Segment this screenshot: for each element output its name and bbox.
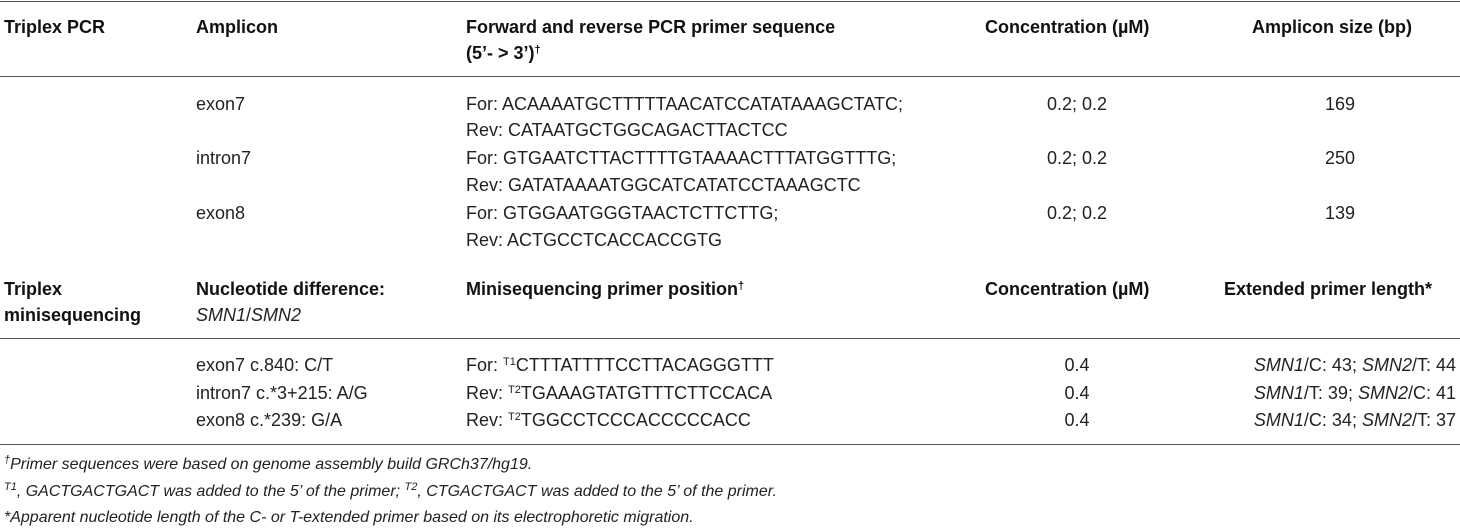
primer-sequence: TGAAAGTATGTTTCTTCCACA: [520, 383, 773, 403]
length-value: /T: 37: [1411, 410, 1456, 430]
primer-forward: For: GTGGAATGGGTAACTCTTCTTG;: [466, 203, 779, 223]
footnote-text: , CTGACTGACT was added to the 5’ of the …: [417, 483, 777, 500]
header-extended-length: Extended primer length*: [1224, 279, 1433, 299]
header-triplex-minisequencing-line1: Triplex: [4, 279, 63, 299]
nucleotide-difference: exon7 c.840: C/T: [196, 355, 334, 375]
amplicon-size: 169: [1324, 94, 1356, 114]
footnote-asterisk: *Apparent nucleotide length of the C- or…: [4, 509, 694, 526]
extended-length: SMN1/C: 34; SMN2/T: 37: [1254, 407, 1456, 433]
primer-concentration: 0.4: [1064, 410, 1090, 430]
gene-smn1: SMN1: [1253, 383, 1304, 403]
gene-smn1: SMN1: [1253, 355, 1304, 375]
primer-reverse: Rev: GATATAAAATGGCATCATATCCTAAAGCTC: [466, 175, 861, 195]
primer-reverse: Rev: ACTGCCTCACCACCGTG: [466, 230, 723, 250]
extended-length: SMN1/T: 39; SMN2/C: 41: [1254, 380, 1456, 406]
amplicon-name: exon8: [196, 203, 246, 223]
header-nucleotide-difference: Nucleotide difference: SMN1/SMN2: [196, 276, 385, 328]
primer-forward: For: ACAAAATGCTTTTTAACATCCATATAAAGCTATC;: [466, 94, 904, 114]
primer-sequence: CTTTATTTTCCTTACAGGGTTT: [515, 355, 774, 375]
primer-sequence: TGGCCTCCCACCCCCACC: [520, 410, 751, 430]
primer-position: Rev: T2TGAAAGTATGTTTCTTCCACA: [466, 380, 772, 406]
gene-smn2: SMN2: [1361, 410, 1412, 430]
dagger-mark: †: [4, 454, 11, 466]
primer-concentration: 0.4: [1064, 355, 1090, 375]
length-value: /T: 39;: [1303, 383, 1358, 403]
primer-forward: For: GTGAATCTTACTTTTGTAAAACTTTATGGTTTG;: [466, 148, 897, 168]
tag-mark: T2: [404, 481, 418, 493]
tag-mark: T2: [508, 384, 521, 396]
table-bottom-rule: [0, 444, 1460, 445]
header-amplicon: Amplicon: [196, 17, 279, 37]
header-primer-sequence-direction: (5’- > 3’): [466, 43, 535, 63]
gene-smn2: SMN2: [1357, 383, 1408, 403]
amplicon-name: intron7: [196, 148, 252, 168]
header-primer-sequence-line1: Forward and reverse PCR primer sequence: [466, 17, 836, 37]
length-value: /C: 41: [1407, 383, 1456, 403]
header-triplex-minisequencing: Triplex minisequencing: [4, 276, 141, 328]
header-concentration: Concentration (µM): [985, 279, 1150, 299]
footnote-text: Primer sequences were based on genome as…: [10, 456, 533, 473]
header-primer-sequence: Forward and reverse PCR primer sequence …: [466, 14, 835, 66]
gene-separator: /: [246, 305, 252, 325]
tag-mark: T1: [503, 356, 516, 368]
header-primer-position: Minisequencing primer position†: [466, 276, 744, 302]
primer-concentration: 0.2; 0.2: [1046, 94, 1108, 114]
table-top-rule: [0, 1, 1460, 2]
primer-direction: For:: [466, 355, 504, 375]
primer-position: For: T1CTTTATTTTCCTTACAGGGTTT: [466, 352, 774, 378]
gene-smn2: SMN2: [251, 305, 302, 325]
gene-smn2: SMN2: [1361, 355, 1412, 375]
length-value: /C: 34;: [1303, 410, 1362, 430]
dagger-mark: †: [534, 44, 541, 56]
footnote-text: , GACTGACTGACT was added to the 5’ of th…: [16, 483, 405, 500]
nucleotide-difference: intron7 c.*3+215: A/G: [196, 383, 368, 403]
gene-smn1: SMN1: [1253, 410, 1304, 430]
primer-direction: Rev:: [466, 410, 509, 430]
header-primer-position-label: Minisequencing primer position: [466, 279, 739, 299]
header-nucleotide-difference-line1: Nucleotide difference:: [196, 279, 386, 299]
tag-mark: T1: [4, 481, 17, 493]
header-primer-sequence-line2: (5’- > 3’)†: [466, 40, 835, 66]
gene-smn1: SMN1: [196, 305, 247, 325]
header-amplicon-size: Amplicon size (bp): [1252, 17, 1413, 37]
footnote-tags: T1, GACTGACTGACT was added to the 5’ of …: [4, 481, 777, 503]
primer-position: Rev: T2TGGCCTCCCACCCCCACC: [466, 407, 751, 433]
footnote-dagger: †Primer sequences were based on genome a…: [4, 454, 532, 476]
primer-concentration: 0.4: [1064, 383, 1090, 403]
primer-direction: Rev:: [466, 383, 509, 403]
tag-mark: T2: [508, 411, 521, 423]
header-concentration: Concentration (µM): [985, 17, 1150, 37]
amplicon-size: 139: [1324, 203, 1356, 223]
primer-concentration: 0.2; 0.2: [1046, 148, 1108, 168]
primer-reverse: Rev: CATAATGCTGGCAGACTTACTCC: [466, 120, 788, 140]
amplicon-size: 250: [1324, 148, 1356, 168]
nucleotide-difference: exon8 c.*239: G/A: [196, 410, 343, 430]
primer-concentration: 0.2; 0.2: [1046, 203, 1108, 223]
header-rule: [0, 76, 1460, 77]
length-value: /T: 44: [1411, 355, 1456, 375]
amplicon-name: exon7: [196, 94, 246, 114]
header-rule: [0, 338, 1460, 339]
extended-length: SMN1/C: 43; SMN2/T: 44: [1254, 352, 1456, 378]
header-triplex-minisequencing-line2: minisequencing: [4, 305, 142, 325]
dagger-mark: †: [738, 280, 745, 292]
header-nucleotide-difference-line2: SMN1/SMN2: [196, 302, 385, 328]
length-value: /C: 43;: [1303, 355, 1362, 375]
header-triplex-pcr: Triplex PCR: [4, 17, 106, 37]
